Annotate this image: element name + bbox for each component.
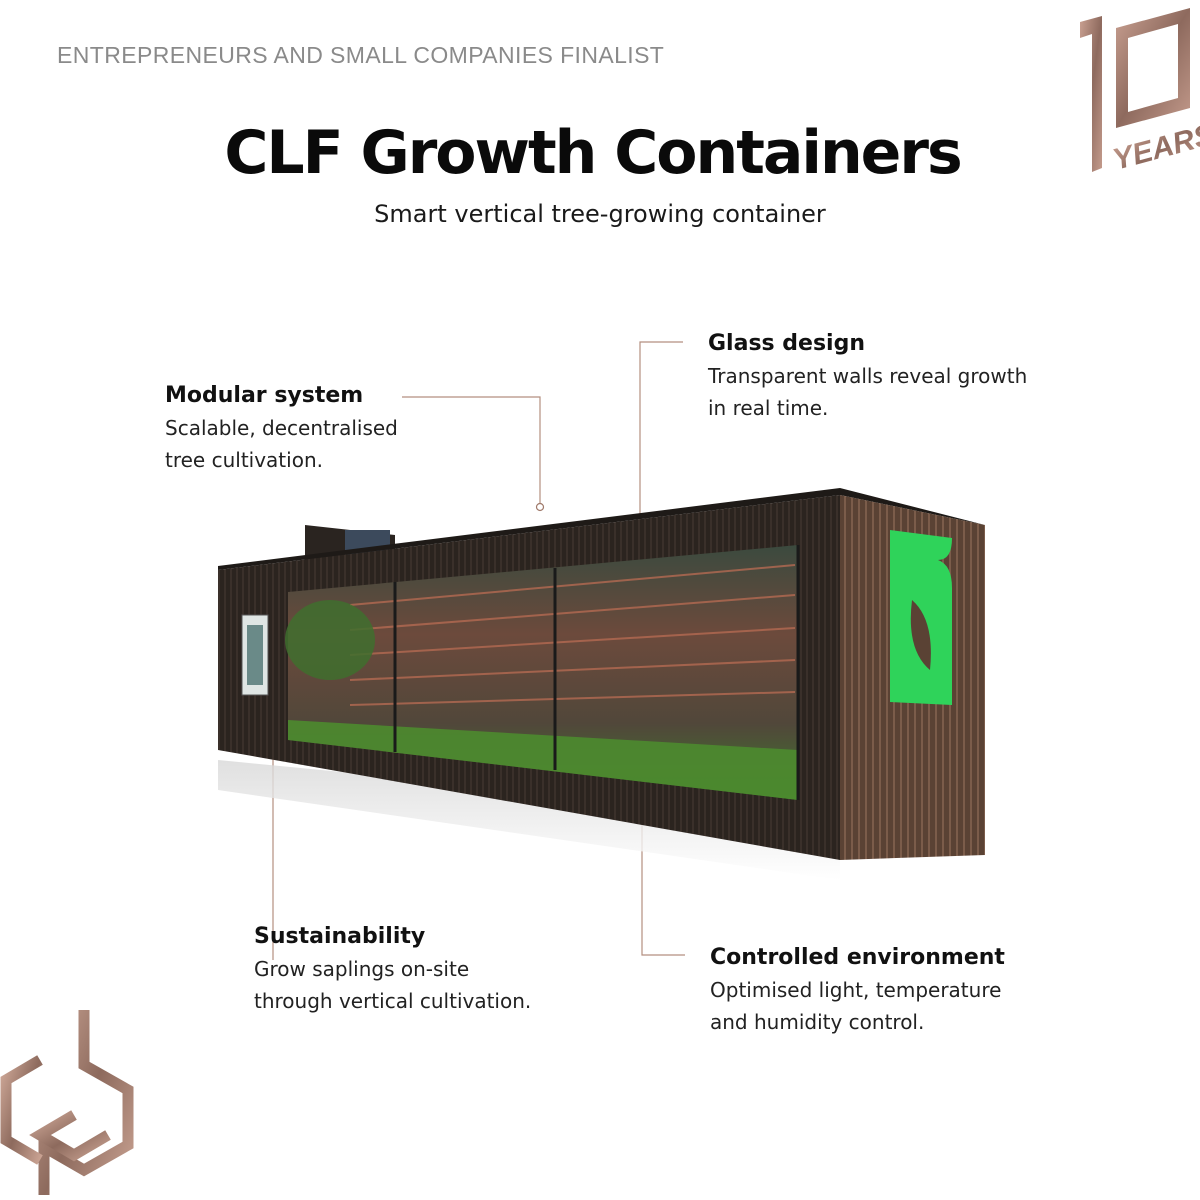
page-title: CLF Growth Containers xyxy=(224,118,962,188)
corner-logo-icon xyxy=(0,1010,134,1195)
feature-line: in real time. xyxy=(708,396,829,420)
feature-glass-design: Glass design Transparent walls reveal gr… xyxy=(708,328,1027,424)
feature-line: Grow saplings on-site xyxy=(254,957,470,981)
feature-line: Transparent walls reveal growth xyxy=(708,364,1028,388)
feature-line: through vertical cultivation. xyxy=(254,989,532,1013)
feature-title: Modular system xyxy=(165,383,364,408)
feature-line: and humidity control. xyxy=(710,1010,925,1034)
feature-line: Scalable, decentralised xyxy=(165,416,398,440)
feature-sustainability: Sustainability Grow saplings on-site thr… xyxy=(254,921,531,1017)
feature-line: Optimised light, temperature xyxy=(710,978,1002,1002)
ten-years-badge-icon: YEARS xyxy=(1080,8,1200,177)
badge-years-label: YEARS xyxy=(1109,118,1200,177)
feature-title: Controlled environment xyxy=(710,945,1005,970)
award-kicker: ENTREPRENEURS AND SMALL COMPANIES FINALI… xyxy=(57,42,665,68)
feature-title: Glass design xyxy=(708,331,866,356)
page-subtitle: Smart vertical tree-growing container xyxy=(374,200,826,228)
feature-title: Sustainability xyxy=(254,924,426,949)
feature-line: tree cultivation. xyxy=(165,448,323,472)
container-illustration xyxy=(218,488,985,880)
feature-modular-system: Modular system Scalable, decentralised t… xyxy=(165,380,398,476)
feature-controlled-environment: Controlled environment Optimised light, … xyxy=(710,942,1005,1038)
leaf-logo-icon xyxy=(890,530,952,705)
